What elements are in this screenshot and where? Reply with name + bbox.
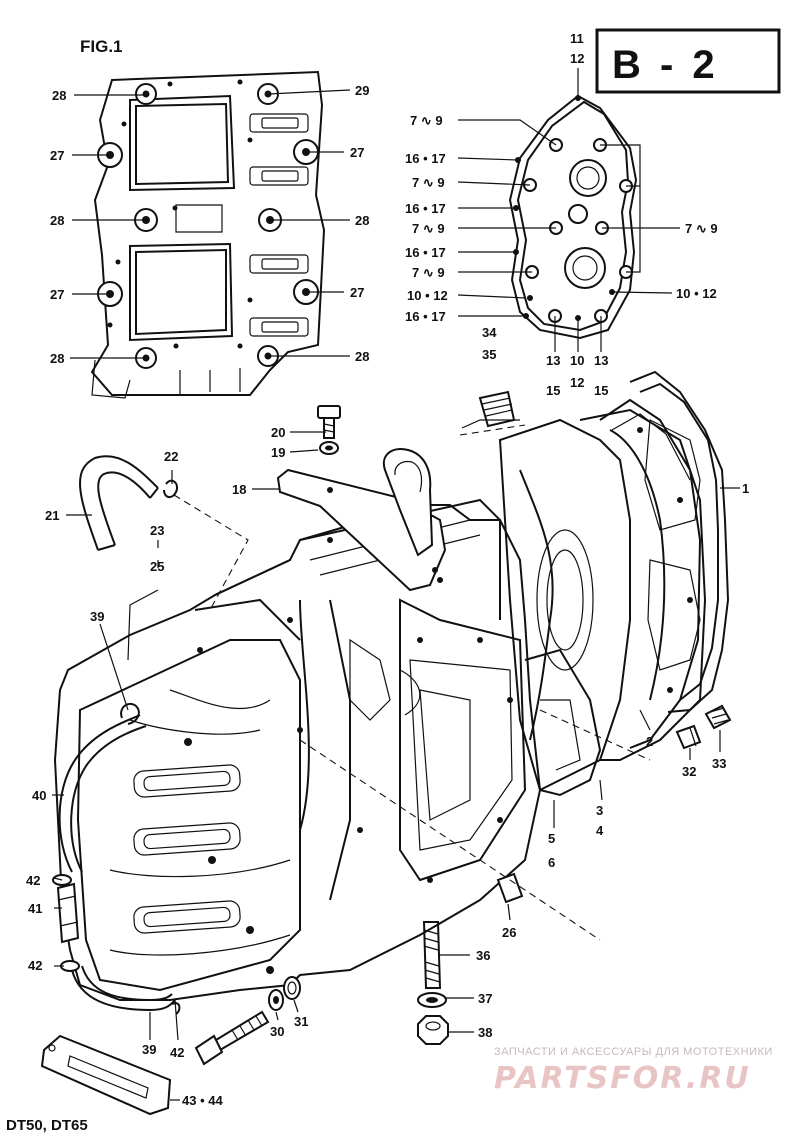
cylinder-block-drawing (498, 408, 707, 792)
callout-36: 36 (476, 948, 490, 963)
clip-39-drawing (120, 702, 140, 725)
callout-27: 27 (50, 287, 64, 302)
callout-12: 12 (570, 51, 584, 66)
section-badge-label: B - 2 (612, 43, 719, 87)
callout-19: 19 (271, 445, 285, 460)
callout-labels: 28 29 27 27 28 28 27 27 28 28 11 12 7 ∿ … (26, 31, 749, 1108)
callout-7-9: 7 ∿ 9 (412, 265, 445, 280)
callout-7-9: 7 ∿ 9 (410, 113, 443, 128)
lifting-bracket-18-drawing (276, 448, 447, 592)
callout-32: 32 (682, 764, 696, 779)
dowel-pin-26-drawing (496, 872, 524, 904)
watermark: ЗАПЧАСТИ И АКСЕССУАРЫ ДЛЯ МОТОТЕХНИКИ PA… (494, 1046, 773, 1096)
callout-11: 11 (570, 31, 584, 46)
callout-3: 3 (596, 803, 603, 818)
watermark-logo: PARTSFOR.RU (494, 1061, 751, 1096)
callout-28: 28 (355, 349, 369, 364)
callout-10: 10 (570, 353, 584, 368)
callout-10-12: 10 • 12 (407, 288, 448, 303)
callout-16-17: 16 • 17 (405, 151, 446, 166)
callout-22: 22 (164, 449, 178, 464)
callout-27: 27 (50, 148, 64, 163)
callout-12: 12 (570, 375, 584, 390)
callout-28: 28 (50, 351, 64, 366)
callout-5: 5 (548, 831, 555, 846)
callout-25: 25 (150, 559, 164, 574)
callout-21: 21 (45, 508, 59, 523)
washer-19-drawing (319, 441, 339, 455)
callout-15: 15 (594, 383, 608, 398)
watermark-tagline: ЗАПЧАСТИ И АКСЕССУАРЫ ДЛЯ МОТОТЕХНИКИ (494, 1046, 773, 1058)
washer-37-drawing (417, 992, 447, 1008)
leader-lines (52, 68, 740, 1101)
callout-37: 37 (478, 991, 492, 1006)
figure-title: FIG.1 (80, 37, 123, 56)
callout-7-9: 7 ∿ 9 (412, 221, 445, 236)
callout-30: 30 (270, 1024, 284, 1039)
callout-29: 29 (355, 83, 369, 98)
washer-30-drawing (268, 989, 284, 1011)
callout-15: 15 (546, 383, 560, 398)
callout-39: 39 (90, 609, 104, 624)
reed-valve-gasket-drawing (90, 70, 326, 399)
callout-42: 42 (28, 958, 42, 973)
callout-27: 27 (350, 285, 364, 300)
callout-42: 42 (26, 873, 40, 888)
washer-31-drawing (283, 976, 301, 1000)
head-cover-gasket-drawing (508, 94, 638, 340)
callout-4: 4 (596, 823, 604, 838)
hose-39-lower-drawing (71, 965, 181, 1015)
callout-34: 34 (482, 325, 497, 340)
exhaust-gasket-5-6-drawing (524, 648, 602, 797)
callout-10-12: 10 • 12 (676, 286, 717, 301)
dashed-guide-lines (173, 424, 651, 941)
callout-2: 2 (646, 734, 653, 749)
callout-43-44: 43 • 44 (182, 1093, 223, 1108)
callout-13: 13 (546, 353, 560, 368)
callout-35: 35 (482, 347, 496, 362)
callout-40: 40 (32, 788, 46, 803)
callout-7-9: 7 ∿ 9 (412, 175, 445, 190)
callout-13: 13 (594, 353, 608, 368)
model-label: DT50, DT65 (6, 1117, 88, 1134)
hose-21-drawing (79, 455, 159, 551)
bolt-20-drawing (317, 405, 341, 439)
strap-43-44-drawing (40, 1034, 172, 1116)
spring-33-drawing (704, 704, 732, 730)
callout-27: 27 (350, 145, 364, 160)
callout-31: 31 (294, 1014, 308, 1029)
callout-28: 28 (355, 213, 369, 228)
clip-22-drawing (163, 479, 178, 498)
callout-23: 23 (150, 523, 164, 538)
callout-28: 28 (52, 88, 66, 103)
callout-1: 1 (742, 481, 749, 496)
callout-18: 18 (232, 482, 246, 497)
callout-16-17: 16 • 17 (405, 309, 446, 324)
bolt-32-drawing (675, 724, 702, 750)
callout-28: 28 (50, 213, 64, 228)
filter-41-drawing (56, 882, 80, 944)
clip-42-drawing (52, 874, 80, 972)
head-cover-1-drawing (629, 370, 730, 713)
callout-41: 41 (28, 901, 42, 916)
nut-38-drawing (417, 1015, 449, 1045)
spring-34-35-drawing (461, 390, 520, 429)
callout-6: 6 (548, 855, 555, 870)
stud-36-drawing (422, 921, 442, 989)
callout-42: 42 (170, 1045, 184, 1060)
hose-40-drawing (58, 714, 147, 873)
callout-26: 26 (502, 925, 516, 940)
callout-20: 20 (271, 425, 285, 440)
bolt-lower-drawing (194, 1010, 270, 1066)
section-badge: B - 2 (595, 28, 781, 94)
callout-38: 38 (478, 1025, 492, 1040)
callout-16-17: 16 • 17 (405, 201, 446, 216)
head-gasket-2-drawing (599, 398, 702, 749)
crankcase-drawing (53, 498, 542, 1001)
callout-33: 33 (712, 756, 726, 771)
callout-7-9: 7 ∿ 9 (685, 221, 718, 236)
callout-39: 39 (142, 1042, 156, 1057)
callout-16-17: 16 • 17 (405, 245, 446, 260)
